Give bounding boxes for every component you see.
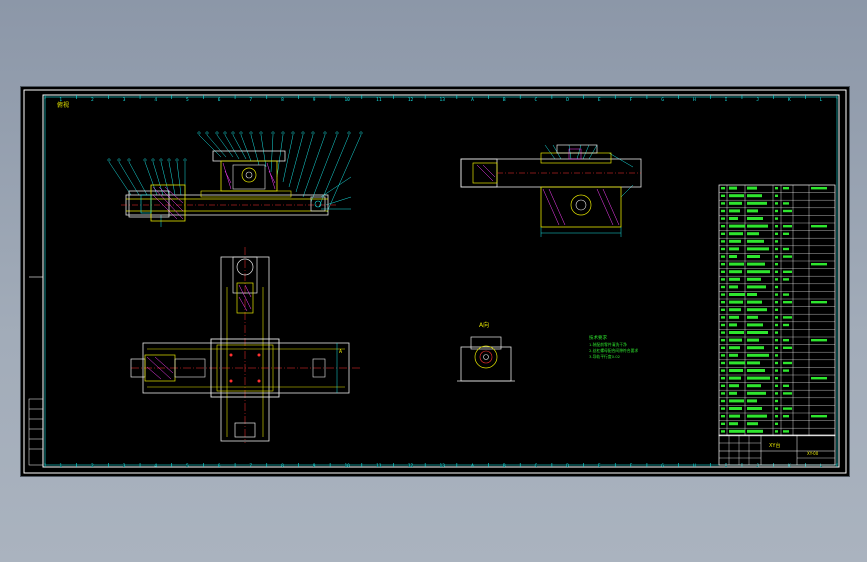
svg-text:12: 12: [408, 463, 414, 469]
svg-text:2: 2: [91, 97, 94, 103]
svg-text:6: 6: [218, 463, 221, 469]
svg-text:11: 11: [376, 463, 382, 469]
svg-text:7: 7: [249, 463, 252, 469]
notes-title: 技术要求: [589, 334, 607, 341]
svg-text:J: J: [756, 463, 759, 469]
detail-label: A向: [479, 321, 489, 329]
view-mark: A: [339, 349, 342, 355]
cad-drawing-canvas: 1122334455667788991010111112121313AABBCC…: [23, 89, 847, 474]
svg-text:E: E: [598, 463, 601, 469]
side-section-view: [460, 144, 642, 237]
zone-frame: [44, 96, 838, 466]
svg-text:I: I: [725, 97, 728, 103]
svg-text:H: H: [693, 463, 696, 469]
svg-text:10: 10: [344, 463, 350, 469]
svg-text:9: 9: [313, 97, 316, 103]
svg-text:8: 8: [281, 97, 284, 103]
svg-text:12: 12: [408, 97, 414, 103]
note-line-2: 2.丝杠螺母配合间隙符合要求: [589, 348, 638, 353]
svg-text:A: A: [471, 463, 474, 469]
svg-text:D: D: [566, 463, 569, 469]
title-block: XY台 XY-00: [718, 434, 836, 466]
svg-text:G: G: [661, 463, 664, 469]
svg-text:2: 2: [91, 463, 94, 469]
svg-text:L: L: [820, 463, 823, 469]
svg-text:11: 11: [376, 97, 382, 103]
svg-text:13: 13: [440, 463, 446, 469]
detail-view-a: A向: [457, 321, 515, 382]
svg-text:7: 7: [249, 97, 252, 103]
svg-text:C: C: [535, 463, 538, 469]
svg-text:1: 1: [59, 463, 62, 469]
svg-text:3: 3: [123, 97, 126, 103]
title-name: XY台: [769, 442, 780, 449]
svg-text:E: E: [598, 97, 601, 103]
front-section-view: [107, 131, 363, 227]
svg-text:4: 4: [154, 463, 157, 469]
svg-text:C: C: [535, 97, 538, 103]
svg-text:5: 5: [186, 463, 189, 469]
svg-text:B: B: [503, 463, 506, 469]
svg-text:1: 1: [59, 97, 62, 103]
svg-text:H: H: [693, 97, 696, 103]
svg-text:G: G: [661, 97, 664, 103]
svg-text:4: 4: [154, 97, 157, 103]
technical-notes: 技术要求 1.装配前零件清洗干净 2.丝杠螺母配合间隙符合要求 3.导轨平行度0…: [589, 334, 638, 359]
parts-list: [718, 184, 836, 437]
plan-view: A: [130, 247, 361, 443]
section-label: 俯视: [57, 101, 69, 109]
svg-text:B: B: [503, 97, 506, 103]
note-line-1: 1.装配前零件清洗干净: [589, 342, 627, 347]
revision-block: [28, 398, 44, 466]
svg-text:J: J: [756, 97, 759, 103]
inner-frame: [42, 94, 840, 468]
svg-text:10: 10: [344, 97, 350, 103]
svg-text:6: 6: [218, 97, 221, 103]
zone-ruler: [44, 95, 838, 467]
note-line-3: 3.导轨平行度0.02: [589, 354, 621, 359]
svg-text:9: 9: [313, 463, 316, 469]
svg-text:A: A: [471, 97, 474, 103]
zone-ruler-labels: 1122334455667788991010111112121313AABBCC…: [59, 97, 822, 469]
svg-text:F: F: [630, 463, 633, 469]
svg-text:5: 5: [186, 97, 189, 103]
title-drawing-no: XY-00: [807, 451, 819, 456]
svg-text:K: K: [788, 97, 791, 103]
svg-text:8: 8: [281, 463, 284, 469]
svg-text:K: K: [788, 463, 791, 469]
svg-text:F: F: [630, 97, 633, 103]
outer-frame: [23, 89, 847, 474]
svg-text:L: L: [820, 97, 823, 103]
svg-text:3: 3: [123, 463, 126, 469]
svg-text:D: D: [566, 97, 569, 103]
svg-text:13: 13: [440, 97, 446, 103]
svg-text:I: I: [725, 463, 728, 469]
